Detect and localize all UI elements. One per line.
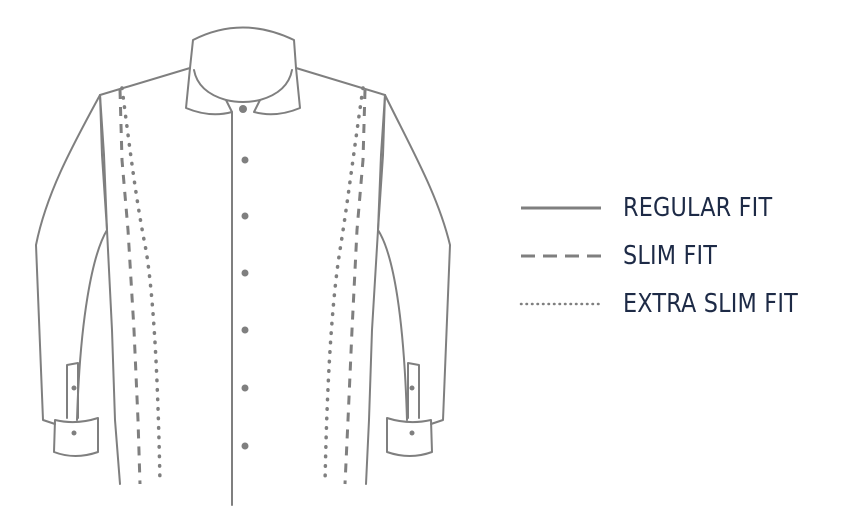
collar-band xyxy=(189,26,297,69)
cuff-left xyxy=(53,362,99,457)
collar-right xyxy=(253,67,301,116)
extra-slim-fit-line-left xyxy=(120,86,162,486)
cuff-right xyxy=(386,362,433,457)
cuff-button-right xyxy=(409,385,415,391)
legend-label-slim-fit: SLIM FIT xyxy=(623,241,718,271)
cuff-button-left xyxy=(71,385,77,391)
shoulder-right xyxy=(295,67,386,96)
shirt-button xyxy=(241,269,249,277)
sleeve-left xyxy=(35,94,108,425)
fit-legend: REGULAR FIT SLIM FIT EXTRA SLIM FIT xyxy=(519,184,826,328)
dashed-line-icon xyxy=(521,254,601,258)
dotted-line-icon xyxy=(519,302,603,306)
legend-label-regular-fit: REGULAR FIT xyxy=(623,193,773,223)
cuff-button-right xyxy=(409,430,415,436)
sleeve-right xyxy=(377,94,451,425)
slim-fit-line-right xyxy=(343,89,367,485)
shoulder-left xyxy=(99,67,191,96)
solid-line-icon xyxy=(521,206,601,210)
legend-label-extra-slim-fit: EXTRA SLIM FIT xyxy=(623,289,798,319)
extra-slim-fit-line-right xyxy=(323,86,365,486)
collar-button xyxy=(239,105,247,113)
shirt-button xyxy=(241,212,249,220)
collar-left xyxy=(185,67,233,116)
shirt-button xyxy=(241,156,249,164)
shirt-button xyxy=(241,442,249,450)
body-outline-left xyxy=(99,94,121,485)
shirt-button xyxy=(241,384,249,392)
shirt-button xyxy=(241,326,249,334)
slim-fit-line-left xyxy=(118,89,142,485)
legend-item-extra-slim-fit: EXTRA SLIM FIT xyxy=(519,280,826,328)
legend-item-slim-fit: SLIM FIT xyxy=(519,232,826,280)
body-outline-right xyxy=(365,94,386,485)
collar-stand xyxy=(225,99,261,103)
legend-item-regular-fit: REGULAR FIT xyxy=(519,184,826,232)
cuff-button-left xyxy=(71,430,77,436)
